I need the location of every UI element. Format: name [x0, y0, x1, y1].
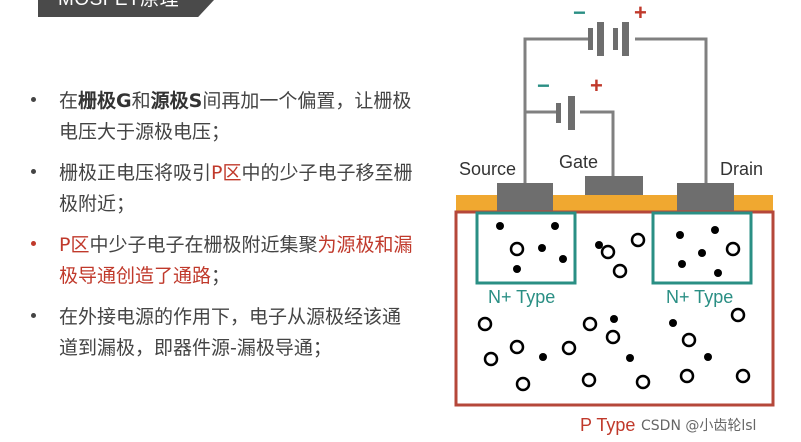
electron — [539, 353, 547, 361]
n-region-left — [475, 211, 577, 285]
hole — [630, 232, 646, 248]
n-type-right-label: N+ Type — [666, 287, 733, 307]
page-title: MOSFET原理 — [58, 0, 179, 10]
hole — [605, 329, 621, 345]
bullet-text: 在外接电源的作用下，电子从源极经该通道到漏极，即器件源-漏极导通； — [59, 306, 402, 359]
bullet-text: 在栅极G和源极S间再加一个偏置，让栅极电压大于源极电压； — [59, 90, 412, 143]
electron — [496, 222, 504, 230]
gate-battery-icon — [556, 96, 575, 130]
electron — [513, 265, 521, 273]
hole — [483, 351, 499, 367]
hole — [581, 372, 597, 388]
electron — [626, 354, 634, 362]
drain-terminal — [677, 183, 734, 213]
electron — [595, 241, 603, 249]
hole — [515, 376, 531, 392]
hole — [582, 316, 598, 332]
hole — [509, 241, 525, 257]
gate-label: Gate — [559, 152, 598, 172]
bullet-list: 在栅极G和源极S间再加一个偏置，让栅极电压大于源极电压； 栅极正电压将吸引P区中… — [28, 86, 418, 374]
drain-battery-plus-sign: + — [634, 0, 647, 25]
electron — [669, 319, 677, 327]
gate-terminal — [585, 176, 643, 195]
bullet-item: 在栅极G和源极S间再加一个偏置，让栅极电压大于源极电压； — [28, 86, 418, 148]
electrons — [496, 222, 722, 362]
hole — [635, 374, 651, 390]
electron — [711, 226, 719, 234]
electron — [676, 231, 684, 239]
electron — [698, 249, 706, 257]
holes — [477, 232, 751, 392]
hole — [725, 241, 741, 257]
electron — [714, 269, 722, 277]
bullet-item: 在外接电源的作用下，电子从源极经该通道到漏极，即器件源-漏极导通； — [28, 302, 418, 364]
hole — [561, 340, 577, 356]
bullet-dot — [31, 241, 36, 246]
outer-circuit-wire — [523, 37, 708, 183]
gate-battery-plus-sign: + — [590, 73, 603, 98]
electron — [551, 222, 559, 230]
electron — [559, 255, 567, 263]
hole — [735, 368, 751, 384]
electron — [704, 353, 712, 361]
n-type-left-label: N+ Type — [488, 287, 555, 307]
hole — [477, 316, 493, 332]
bullet-item-highlight: P区中少子电子在栅极附近集聚为源极和漏极导通创造了通路； — [28, 230, 418, 292]
bullet-dot — [31, 313, 36, 318]
bullet-text: P区中少子电子在栅极附近集聚为源极和漏极导通创造了通路； — [59, 234, 413, 287]
bullet-item: 栅极正电压将吸引P区中的少子电子移至栅极附近； — [28, 158, 418, 220]
hole — [730, 307, 746, 323]
hole — [679, 368, 695, 384]
drain-label: Drain — [720, 159, 763, 179]
bullet-dot — [31, 169, 36, 174]
drain-battery-icon — [588, 22, 629, 56]
hole — [681, 332, 697, 348]
source-terminal — [497, 183, 553, 213]
hole — [612, 263, 628, 279]
bullet-text: 栅极正电压将吸引P区中的少子电子移至栅极附近； — [59, 162, 413, 215]
gate-battery-minus-sign: − — [537, 73, 550, 98]
p-substrate — [454, 210, 775, 407]
drain-battery-minus-sign: − — [573, 0, 586, 25]
source-label: Source — [459, 159, 516, 179]
gate-circuit-wire — [525, 110, 615, 176]
hole — [509, 339, 525, 355]
p-type-label: P Type — [580, 415, 635, 435]
n-region-right — [651, 211, 753, 285]
hole — [600, 244, 616, 260]
watermark: CSDN @小齿轮lsl — [641, 418, 756, 434]
bullet-dot — [31, 97, 36, 102]
electron — [678, 260, 686, 268]
electron — [538, 244, 546, 252]
electron — [610, 315, 618, 323]
title-banner: MOSFET原理 — [38, 0, 214, 17]
